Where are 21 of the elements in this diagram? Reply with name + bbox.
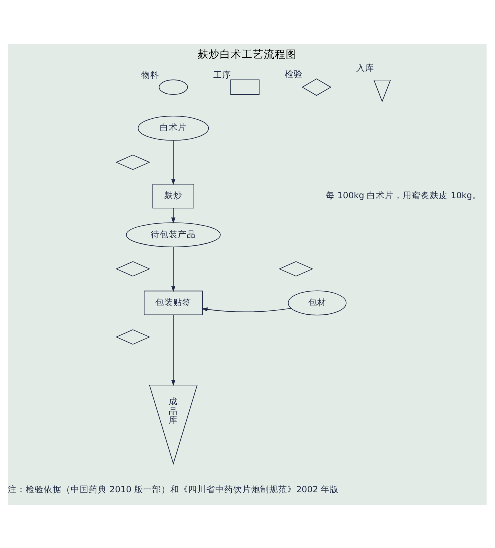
- legend-label: 入库: [356, 63, 375, 74]
- legend-label: 工序: [213, 70, 232, 80]
- node-ellipse: 白术片: [138, 116, 210, 140]
- arrow: [171, 314, 176, 386]
- label: 注：检验依据（中国药典 2010 版一部）和《四川省中药饮片炮制规范》2002 年版: [8, 485, 340, 496]
- label: 每 100kg 白术片，用蜜炙麸皮 10kg。: [326, 191, 482, 202]
- diagram-title: 麸炒白术工艺流程图: [198, 48, 297, 60]
- node-box: 包装贴签: [144, 290, 204, 315]
- node-diamond: [278, 260, 314, 276]
- node-diamond: [116, 154, 151, 170]
- arrow: [171, 246, 176, 292]
- arrow: [171, 140, 176, 185]
- node-diamond: [116, 329, 151, 344]
- node-ellipse: 待包装产品: [126, 222, 221, 247]
- node-ellipse: 包材: [288, 290, 347, 316]
- legend-label: 物料: [142, 70, 160, 80]
- node-box: 麸炒: [152, 184, 194, 208]
- node-diamond: [116, 260, 151, 276]
- arrow: [171, 208, 176, 224]
- arrow: [202, 307, 292, 312]
- legend-label: 检验: [284, 69, 303, 80]
